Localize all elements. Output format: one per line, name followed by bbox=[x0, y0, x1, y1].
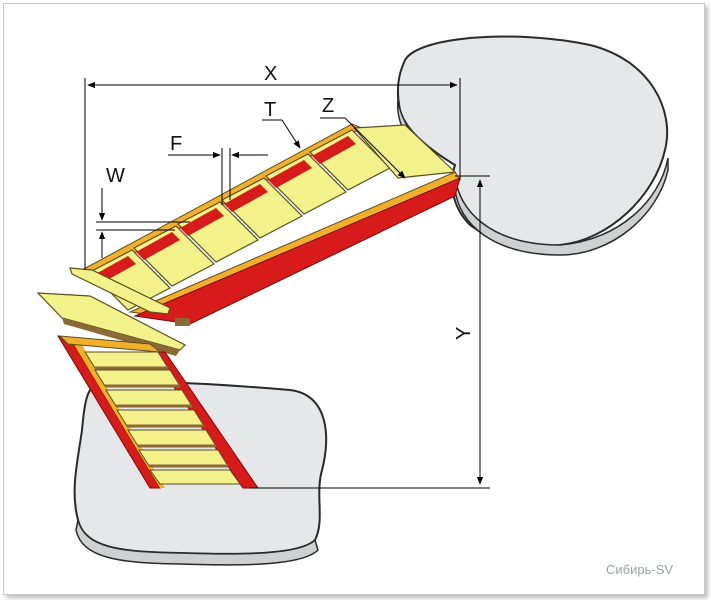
lower-flight bbox=[57, 335, 259, 489]
dimension-label-w: W bbox=[106, 165, 125, 187]
watermark: Сибирь-SV bbox=[606, 562, 674, 577]
dimension-lines bbox=[84, 78, 490, 489]
dimension-label-x: X bbox=[264, 63, 277, 85]
upper-floor-slab bbox=[396, 35, 669, 256]
dimension-label-f: F bbox=[170, 133, 182, 155]
dimension-label-z: Z bbox=[322, 95, 334, 117]
dimension-label-y: Y bbox=[453, 327, 475, 340]
dimension-label-t: T bbox=[264, 99, 276, 121]
